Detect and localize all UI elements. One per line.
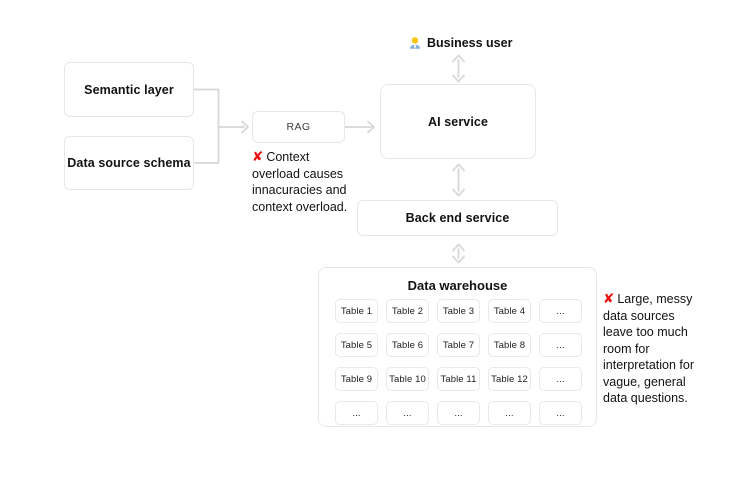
semantic-layer-label: Semantic layer bbox=[84, 82, 174, 97]
data-warehouse-table-grid: Table 1 Table 2 Table 3 Table 4 ... Tabl… bbox=[335, 299, 582, 425]
table-cell: Table 1 bbox=[335, 299, 378, 323]
table-cell: ... bbox=[437, 401, 480, 425]
table-cell: Table 3 bbox=[437, 299, 480, 323]
table-cell: ... bbox=[539, 333, 582, 357]
table-cell: Table 10 bbox=[386, 367, 429, 391]
backend-service-label: Back end service bbox=[405, 211, 510, 225]
table-cell: ... bbox=[539, 367, 582, 391]
table-cell: ... bbox=[488, 401, 531, 425]
table-cell: ... bbox=[539, 401, 582, 425]
table-cell: ... bbox=[335, 401, 378, 425]
node-data-source-schema: Data source schema bbox=[64, 136, 194, 190]
note-line: data sources bbox=[603, 308, 675, 323]
business-user-label: Business user bbox=[427, 36, 513, 50]
rag-label: RAG bbox=[286, 121, 311, 133]
data-source-schema-label: Data source schema bbox=[67, 156, 191, 170]
note-text: Context bbox=[266, 150, 310, 164]
red-x-icon: ✘ bbox=[252, 149, 264, 165]
note-line: data questions. bbox=[603, 391, 688, 405]
table-cell: ... bbox=[386, 401, 429, 425]
note-line: room for bbox=[603, 341, 650, 356]
business-user-icon bbox=[410, 37, 420, 49]
note-text: Large, messy bbox=[617, 292, 693, 306]
rag-to-ai-arrow bbox=[344, 120, 375, 134]
table-cell: ... bbox=[539, 299, 582, 323]
note-line: context overload. bbox=[252, 199, 348, 214]
table-cell: Table 4 bbox=[488, 299, 531, 323]
table-cell: Table 6 bbox=[386, 333, 429, 357]
note-line: ✘Large, messy bbox=[603, 291, 694, 308]
user-ai-double-arrow bbox=[452, 54, 465, 83]
node-backend-service: Back end service bbox=[357, 200, 558, 236]
node-data-warehouse: Data warehouse Table 1 Table 2 Table 3 T… bbox=[318, 267, 597, 427]
note-messy-sources: ✘Large, messy data sources leave too muc… bbox=[603, 291, 694, 407]
table-cell: Table 8 bbox=[488, 333, 531, 357]
note-context-overload: ✘Context overload causes innacuracies an… bbox=[252, 149, 347, 215]
note-line: ✘Context bbox=[252, 149, 347, 166]
node-rag: RAG bbox=[252, 111, 345, 143]
backend-warehouse-double-arrow bbox=[452, 243, 465, 264]
table-cell: Table 5 bbox=[335, 333, 378, 357]
table-cell: Table 7 bbox=[437, 333, 480, 357]
ai-backend-double-arrow bbox=[452, 163, 465, 197]
note-line: leave too much bbox=[603, 325, 688, 339]
elbow-connector bbox=[193, 88, 245, 164]
table-cell: Table 9 bbox=[335, 367, 378, 391]
note-line: interpretation for bbox=[603, 358, 695, 372]
table-cell: Table 11 bbox=[437, 367, 480, 391]
note-line: overload causes bbox=[252, 166, 344, 181]
note-line: innacuracies and bbox=[252, 183, 347, 197]
arrowhead-into-rag bbox=[241, 120, 249, 134]
node-ai-service: AI service bbox=[380, 84, 536, 159]
business-user-label-group: Business user bbox=[408, 36, 512, 50]
table-cell: Table 12 bbox=[488, 367, 531, 391]
data-warehouse-title: Data warehouse bbox=[407, 278, 508, 293]
red-x-icon: ✘ bbox=[603, 291, 615, 307]
note-line: vague, general bbox=[603, 374, 686, 389]
node-semantic-layer: Semantic layer bbox=[64, 62, 194, 117]
table-cell: Table 2 bbox=[386, 299, 429, 323]
ai-service-label: AI service bbox=[427, 114, 489, 129]
